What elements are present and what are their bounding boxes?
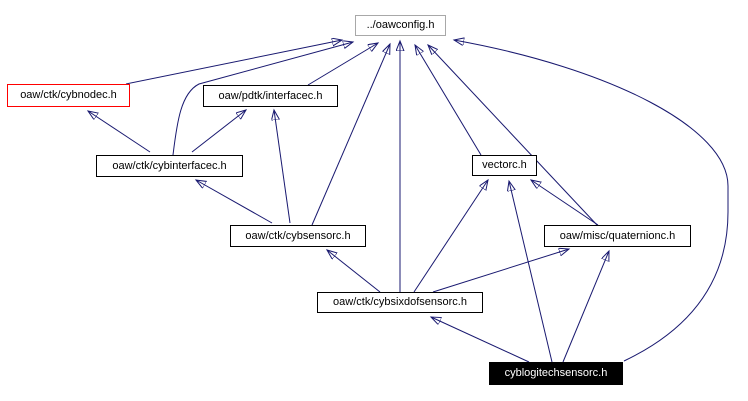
edge-vectorc-to-oawconfig — [415, 45, 482, 156]
edge-cybinterfacec-to-oawconfig — [172, 42, 353, 156]
node-cyblogitechsensorc: cyblogitechsensorc.h — [489, 362, 623, 385]
edge-cybsixdofsensorc-to-cybsensorc — [327, 250, 381, 293]
node-vectorc[interactable]: vectorc.h — [472, 155, 537, 176]
edge-cybsensorc-to-pdtk-interfacec — [274, 110, 291, 224]
edge-quaternionc-to-oawconfig — [428, 45, 598, 226]
edge-cybinterfacec-to-pdtk-interfacec — [191, 110, 246, 153]
edge-pdtk-interfacec-to-oawconfig — [307, 43, 378, 86]
node-cybnodec[interactable]: oaw/ctk/cybnodec.h — [7, 84, 130, 107]
edge-cybsensorc-to-cybinterfacec — [196, 180, 273, 224]
edge-cyblogitechsensorc-to-vectorc — [509, 181, 553, 363]
node-quaternionc[interactable]: oaw/misc/quaternionc.h — [544, 225, 691, 247]
edge-cybnodec-to-oawconfig — [125, 40, 342, 85]
edge-cybsixdofsensorc-to-vectorc — [413, 180, 488, 293]
edge-quaternionc-to-vectorc — [531, 180, 599, 226]
node-oawconfig[interactable]: ../oawconfig.h — [355, 15, 446, 36]
edge-cybinterfacec-to-cybnodec — [88, 111, 151, 153]
node-cybsensorc[interactable]: oaw/ctk/cybsensorc.h — [230, 225, 366, 247]
edge-cyblogitechsensorc-to-quaternionc — [562, 251, 609, 363]
edge-cybsixdofsensorc-to-quaternionc — [432, 249, 569, 293]
node-cybinterfacec[interactable]: oaw/ctk/cybinterfacec.h — [96, 155, 243, 177]
edge-cybsensorc-to-oawconfig — [311, 44, 390, 226]
edge-cyblogitechsensorc-to-cybsixdofsensorc — [431, 317, 530, 363]
edge-cyblogitechsensorc-to-oawconfig — [454, 40, 729, 362]
node-cybsixdofsensorc[interactable]: oaw/ctk/cybsixdofsensorc.h — [317, 292, 483, 313]
node-pdtk-interfacec[interactable]: oaw/pdtk/interfacec.h — [203, 85, 338, 107]
